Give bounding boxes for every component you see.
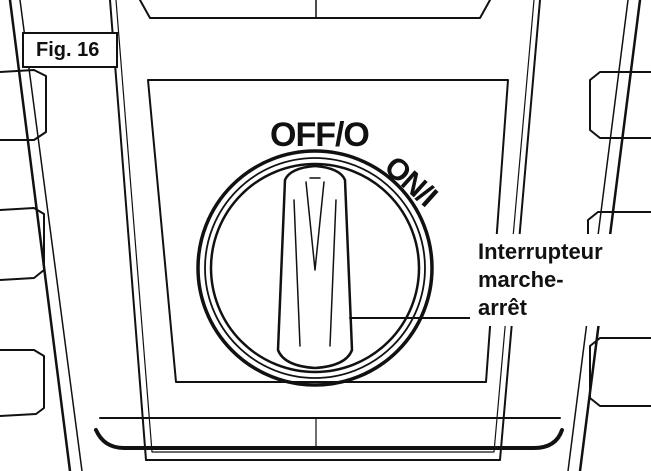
- top-recess: [139, 0, 491, 19]
- knob-pointer: [305, 181, 325, 271]
- callout-line-1: Interrupteur: [478, 239, 603, 264]
- callout-line-3: arrêt: [478, 295, 527, 320]
- left-tab-bottom: [0, 349, 45, 417]
- left-tab-middle: [0, 207, 45, 281]
- housing-left-edge: [8, 0, 72, 471]
- knob-outer-ring: [196, 149, 434, 387]
- callout-line-2: marche-: [478, 267, 564, 292]
- knob-inner-ring: [209, 162, 421, 374]
- right-tab-bottom: [589, 337, 651, 407]
- callout-label: Interrupteur marche- arrêt: [470, 234, 651, 326]
- left-tab-top: [0, 69, 47, 141]
- right-tab-top: [589, 71, 651, 139]
- lower-bezel: [94, 428, 564, 450]
- figure-label: Fig. 16: [22, 32, 118, 68]
- center-panel: [109, 0, 541, 461]
- off-position-label: OFF/O: [270, 116, 370, 154]
